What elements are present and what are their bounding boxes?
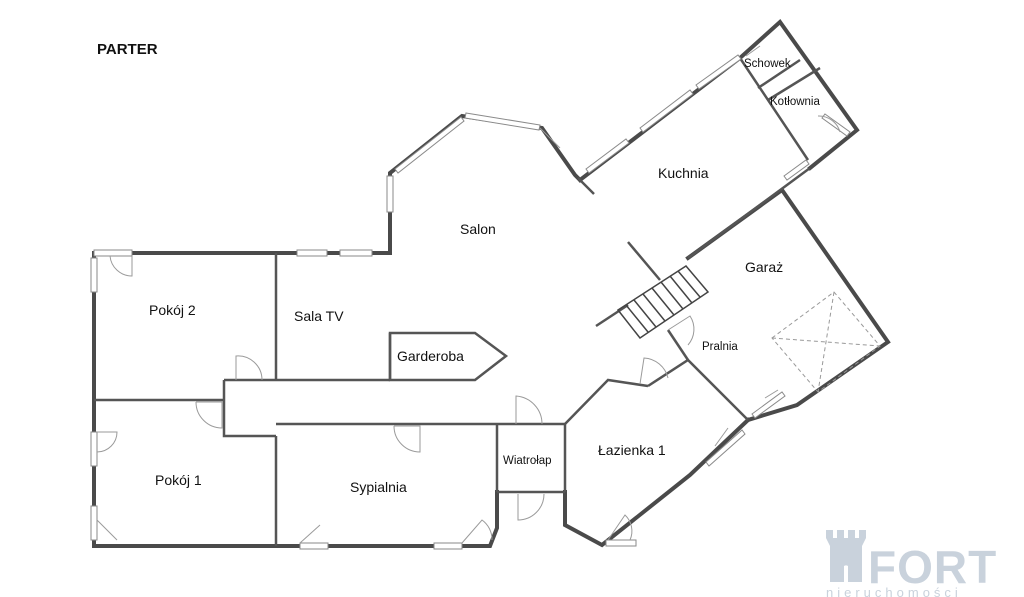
room-label-garaz: Garaż — [745, 259, 783, 275]
garage-door — [771, 291, 881, 393]
room-label-pralnia: Pralnia — [702, 341, 738, 353]
tower-icon — [826, 530, 866, 582]
room-label-wiatrolap: Wiatrołap — [503, 455, 552, 467]
room-label-schowek: Schowek — [744, 58, 791, 70]
windows — [90, 54, 851, 550]
door-swings — [96, 45, 841, 544]
plan-title: PARTER — [97, 41, 158, 58]
inner-walls — [94, 57, 821, 546]
garderoba-closet — [388, 331, 509, 382]
fort-logo: FORT nieruchomości — [826, 530, 997, 597]
logo-tagline: nieruchomości — [826, 585, 962, 597]
room-label-kuchnia: Kuchnia — [658, 165, 709, 181]
room-label-kotlownia: Kotłownia — [770, 96, 820, 108]
room-label-pokoj2: Pokój 2 — [149, 302, 196, 318]
room-labels: Schowek Kotłownia Kuchnia Salon Garaż Po… — [149, 58, 820, 495]
room-label-sypialnia: Sypialnia — [350, 479, 407, 495]
staircase — [616, 265, 710, 340]
room-label-sala-tv: Sala TV — [294, 308, 344, 324]
room-label-lazienka1: Łazienka 1 — [598, 442, 666, 458]
room-label-salon: Salon — [460, 221, 496, 237]
room-label-pokoj1: Pokój 1 — [155, 472, 202, 488]
logo-brand: FORT — [868, 541, 997, 593]
room-label-garderoba: Garderoba — [397, 348, 464, 364]
